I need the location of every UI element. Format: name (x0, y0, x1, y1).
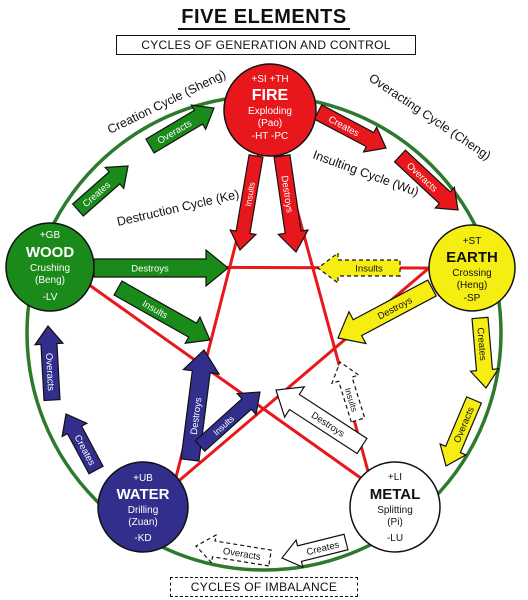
destroys-earth-water-arrow: Destroys (337, 279, 438, 345)
insults-earth-wood-arrow-shape (317, 251, 401, 285)
destroys-fire-metal-arrow: Destroys (273, 154, 310, 253)
creates-water-wood-lower-arrow: Creates (61, 413, 104, 475)
label-destruction-cycle: Destruction Cycle (Ke) (116, 187, 241, 229)
creates-earth-metal-upper-arrow-shape (469, 316, 500, 389)
title-underline (178, 28, 350, 30)
creates-metal-water-lower-arrow-shape (281, 533, 349, 569)
label-overacting-cycle: Overacting Cycle (Cheng) (366, 71, 493, 163)
insults-water-earth-arrow-shape (194, 391, 261, 453)
insults-fire-water-arrow-shape (229, 154, 264, 252)
wood-top-meridians: +GB (40, 230, 61, 241)
page-title: FIVE ELEMENTS (181, 6, 347, 28)
wood-circle (5, 222, 95, 312)
destroys-fire-metal-arrow-shape (273, 154, 310, 253)
element-fire: +SI +TH FIRE Exploding (Pao) -HT -PC (223, 63, 317, 157)
fire-action: Exploding (248, 106, 292, 117)
wood-pinyin: (Beng) (35, 275, 65, 286)
overacts-earth-metal-lower-arrow-shape (439, 396, 483, 467)
earth-bottom-meridians: -SP (464, 293, 481, 304)
overacts-water-wood-upper-arrow-label: Overacts (43, 353, 56, 392)
insults-fire-water-arrow-label: Insults (243, 181, 257, 207)
destroys-earth-water-arrow-shape (337, 279, 438, 345)
fire-top-meridians: +SI +TH (251, 74, 288, 85)
subtitle-box: CYCLES OF GENERATION AND CONTROL (116, 35, 416, 55)
destroys-water-fire-arrow: Destroys (180, 349, 221, 462)
overacts-fire-earth-lower-arrow-shape (393, 149, 459, 211)
insults-earth-wood-arrow: Insults (317, 251, 401, 285)
creates-wood-fire-lower-arrow: Creates (71, 165, 129, 217)
fire-circle (223, 63, 317, 157)
insults-wood-metal-arrow-shape (113, 280, 211, 344)
water-pinyin: (Zuan) (128, 517, 157, 528)
creates-earth-metal-upper-arrow: Creates (469, 316, 500, 389)
overacts-metal-water-upper-arrow-shape (195, 533, 272, 567)
element-earth: +ST EARTH Crossing (Heng) -SP (428, 224, 516, 312)
wood-name: WOOD (26, 244, 74, 261)
water-circle (97, 461, 189, 553)
destroys-wood-earth-arrow-shape (93, 248, 229, 288)
water-name: WATER (116, 486, 169, 503)
destroys-wood-earth-arrow-label: Destroys (131, 264, 169, 275)
fire-pinyin: (Pao) (258, 118, 282, 129)
element-wood: +GB WOOD Crushing (Beng) -LV (5, 222, 95, 312)
creates-water-wood-lower-arrow-shape (61, 413, 104, 475)
overacts-water-wood-upper-arrow: Overacts (33, 325, 65, 402)
wood-action: Crushing (30, 263, 70, 274)
metal-bottom-meridians: -LU (387, 533, 403, 544)
insults-metal-fire-arrow-shape (330, 361, 366, 423)
destroys-wood-earth-arrow: Destroys (93, 248, 229, 288)
star-line-wood-metal (63, 265, 373, 488)
footer-box: CYCLES OF IMBALANCE (170, 577, 358, 597)
creates-metal-water-lower-arrow: Creates (281, 533, 349, 569)
overacts-wood-fire-upper-arrow-shape (145, 104, 215, 154)
water-bottom-meridians: -KD (134, 533, 151, 544)
water-top-meridians: +UB (133, 473, 153, 484)
overacts-water-wood-upper-arrow-shape (33, 325, 65, 402)
earth-pinyin: (Heng) (457, 280, 488, 291)
earth-action: Crossing (452, 268, 491, 279)
metal-pinyin: (Pi) (387, 517, 403, 528)
metal-circle (349, 461, 441, 553)
wood-bottom-meridians: -LV (43, 292, 58, 303)
creates-earth-metal-upper-arrow-label: Creates (474, 327, 488, 361)
element-water: +UB WATER Drilling (Zuan) -KD (97, 461, 189, 553)
overacts-metal-water-upper-arrow: Overacts (195, 533, 272, 567)
destroys-water-fire-arrow-label: Destroys (189, 397, 205, 436)
insults-earth-wood-arrow-label: Insults (355, 264, 383, 275)
water-action: Drilling (128, 505, 159, 516)
destroys-metal-wood-arrow-shape (275, 386, 368, 455)
insults-wood-metal-arrow: Insults (113, 280, 211, 344)
creates-wood-fire-lower-arrow-shape (71, 165, 129, 217)
earth-circle (428, 224, 516, 312)
earth-name: EARTH (446, 249, 498, 266)
metal-action: Splitting (377, 505, 413, 516)
metal-name: METAL (370, 486, 421, 503)
fire-name: FIRE (252, 87, 289, 104)
insults-fire-water-arrow: Insults (229, 154, 264, 252)
metal-top-meridians: +LI (388, 472, 402, 483)
destroys-fire-metal-arrow-label: Destroys (278, 175, 294, 214)
fire-bottom-meridians: -HT -PC (252, 131, 288, 142)
element-metal: +LI METAL Splitting (Pi) -LU (349, 461, 441, 553)
creates-fire-earth-upper-arrow-shape (313, 104, 387, 153)
earth-top-meridians: +ST (463, 236, 482, 247)
insults-metal-fire-arrow: Insults (330, 361, 366, 423)
